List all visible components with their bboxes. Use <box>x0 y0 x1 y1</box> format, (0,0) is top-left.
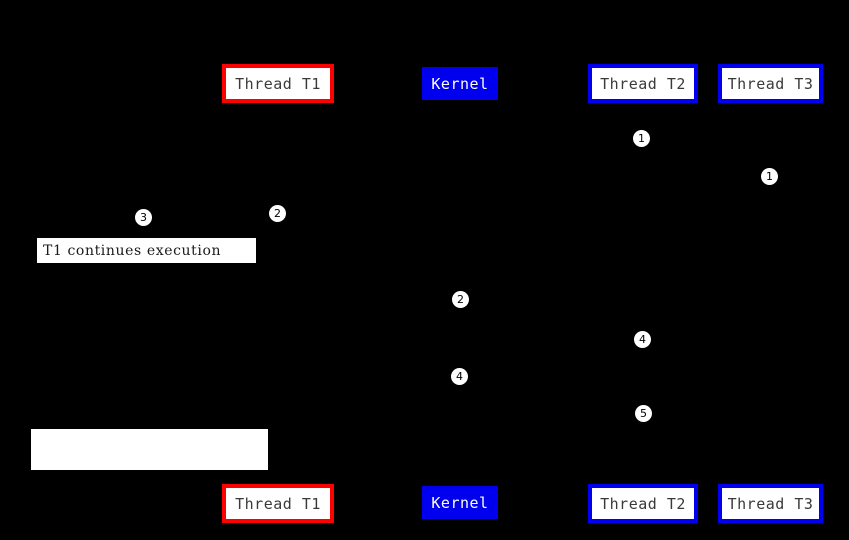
lifeline-thread-t1 <box>278 103 279 484</box>
participant-thread-t3-bottom[interactable]: Thread T3 <box>718 484 823 523</box>
step-marker-kernel-2: 2 <box>452 291 469 308</box>
participant-thread-t2-top[interactable]: Thread T2 <box>588 64 698 103</box>
participant-thread-t2-bottom[interactable]: Thread T2 <box>588 484 698 523</box>
participant-thread-t1-bottom[interactable]: Thread T1 <box>222 484 334 523</box>
participant-kernel-bottom[interactable]: Kernel <box>422 486 498 519</box>
step-marker-t1-2: 2 <box>269 205 286 222</box>
step-marker-kernel-4: 4 <box>451 368 468 385</box>
lifeline-thread-t2 <box>643 103 644 484</box>
participant-thread-t1-top[interactable]: Thread T1 <box>222 64 334 103</box>
participant-thread-t3-top[interactable]: Thread T3 <box>718 64 823 103</box>
note-t1-continues-execution: T1 continues execution <box>36 237 257 264</box>
step-marker-t2-1: 1 <box>633 130 650 147</box>
step-marker-t3-1: 1 <box>761 168 778 185</box>
note-blank-box <box>31 429 268 470</box>
participant-kernel-top[interactable]: Kernel <box>422 67 498 100</box>
step-marker-t1-3: 3 <box>135 209 152 226</box>
lifeline-thread-t3 <box>770 103 771 484</box>
step-marker-t2-4: 4 <box>634 331 651 348</box>
step-marker-t2-5: 5 <box>635 405 652 422</box>
